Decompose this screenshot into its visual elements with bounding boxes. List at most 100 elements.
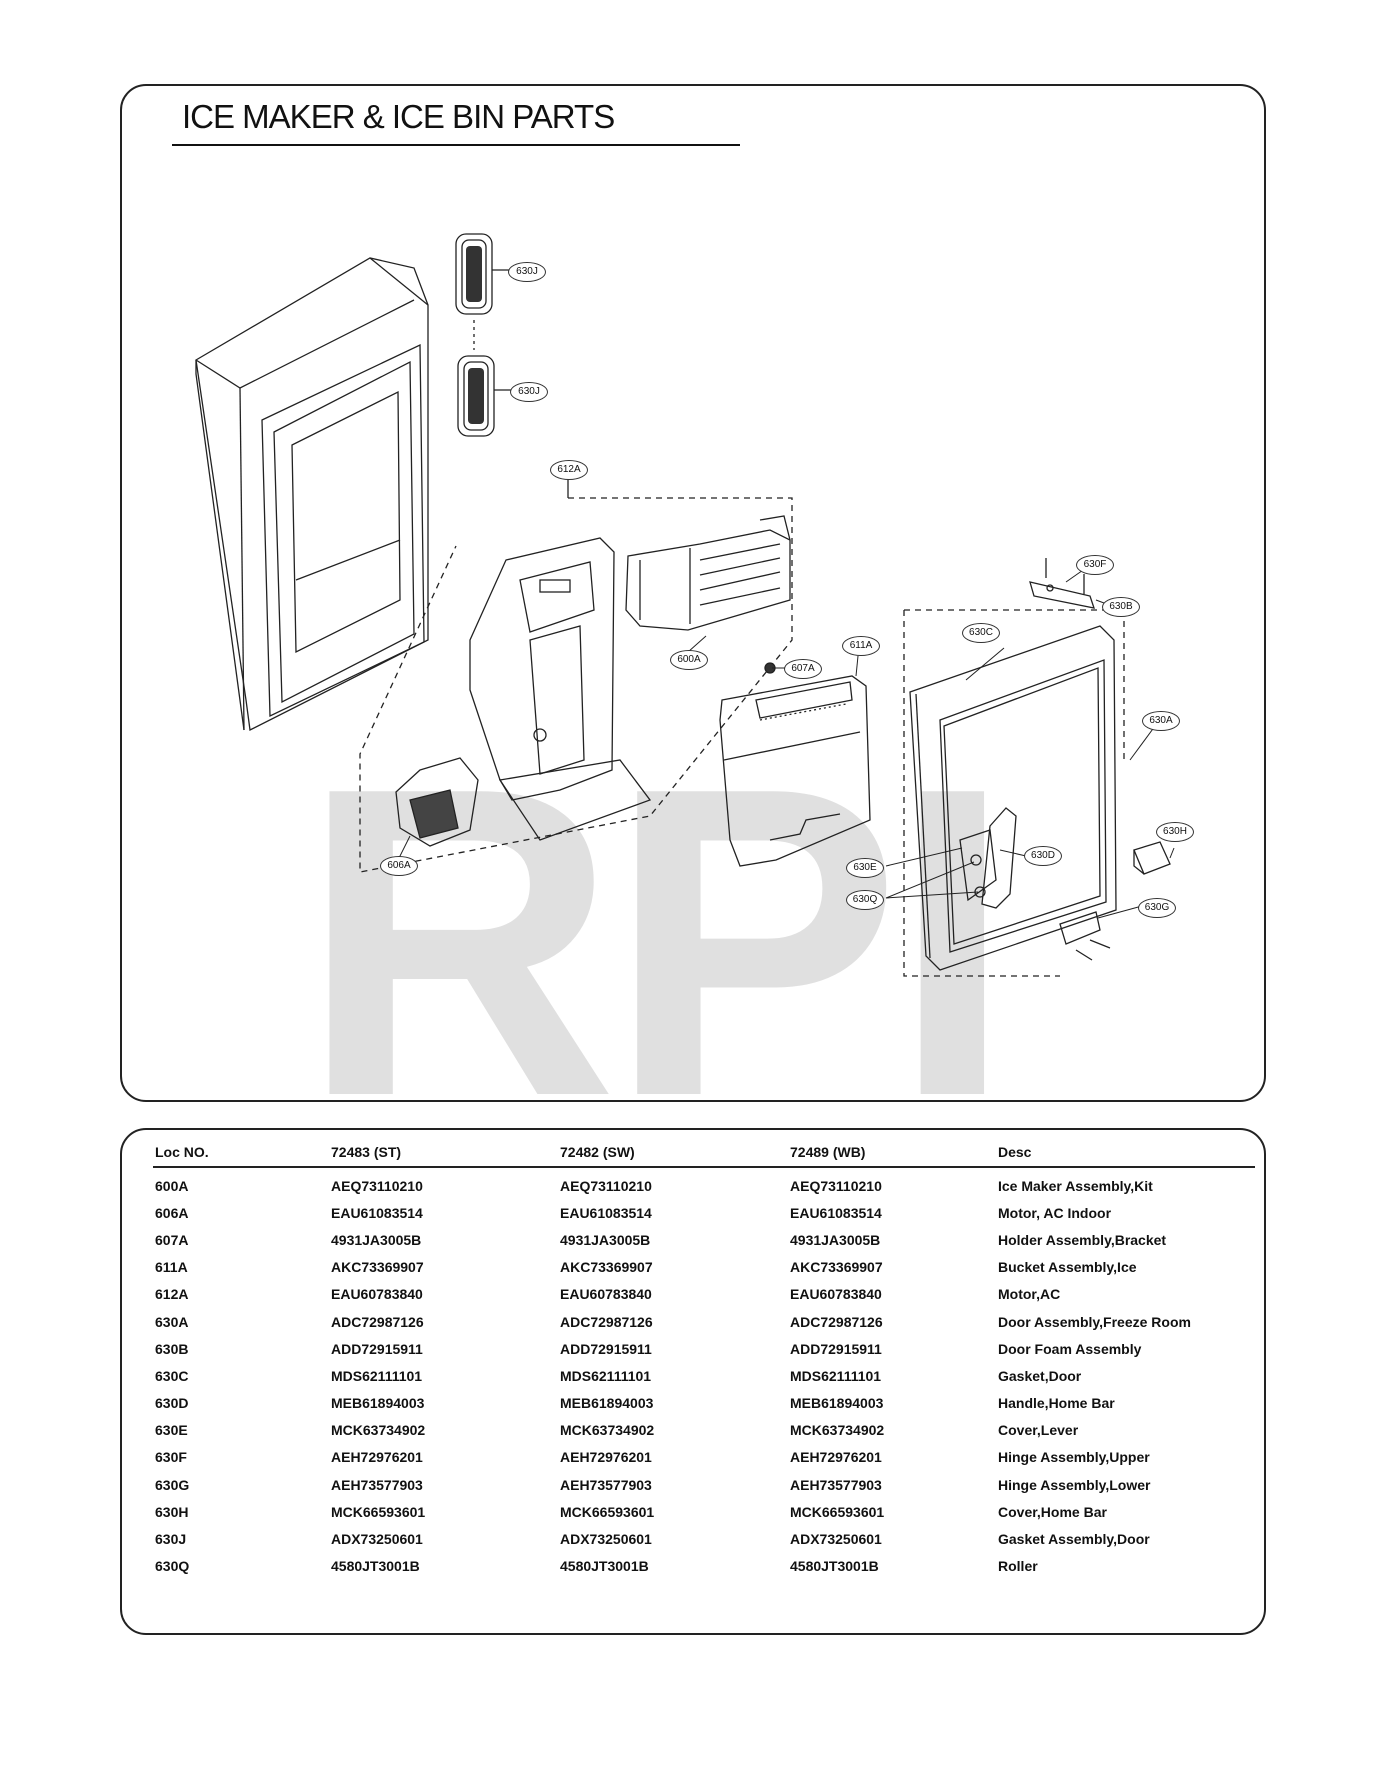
part-st-cell: 4931JA3005B bbox=[331, 1231, 422, 1248]
part-sw-cell: ADX73250601 bbox=[560, 1531, 652, 1548]
hinge-lower-630g-part bbox=[1059, 911, 1111, 961]
part-st-cell: ADC72987126 bbox=[331, 1313, 424, 1330]
header-loc-no: Loc NO. bbox=[153, 1140, 329, 1168]
callout-630g: 630G bbox=[1138, 898, 1176, 918]
desc-cell: Roller bbox=[998, 1558, 1038, 1575]
ice-bucket-611a-part bbox=[719, 675, 871, 867]
part-st-cell: MEB61894003 bbox=[331, 1395, 425, 1412]
part-sw-cell: EAU60783840 bbox=[560, 1286, 652, 1303]
desc-cell: Motor, AC Indoor bbox=[998, 1204, 1112, 1221]
table-row: 611A AKC73369907 AKC73369907 AKC73369907 Buc… bbox=[153, 1254, 1255, 1281]
exploded-parts-diagram bbox=[195, 233, 1175, 977]
part-st-cell: AKC73369907 bbox=[331, 1259, 424, 1276]
callout-630a: 630A bbox=[1142, 711, 1180, 731]
desc-cell: Handle,Home Bar bbox=[998, 1395, 1115, 1412]
part-sw-cell: MDS62111101 bbox=[560, 1367, 652, 1384]
desc-cell: Gasket,Door bbox=[998, 1367, 1082, 1384]
loc-no-cell: 630G bbox=[155, 1476, 190, 1493]
part-st-cell: EAU61083514 bbox=[331, 1204, 423, 1221]
page-title: ICE MAKER & ICE BIN PARTS bbox=[182, 98, 615, 135]
loc-no-cell: 630H bbox=[155, 1503, 189, 1520]
part-wb-cell: MEB61894003 bbox=[790, 1395, 884, 1412]
part-wb-cell: AKC73369907 bbox=[790, 1259, 883, 1276]
part-sw-cell: ADD72915911 bbox=[560, 1340, 652, 1357]
part-sw-cell: AEH72976201 bbox=[560, 1449, 652, 1466]
part-st-cell: EAU60783840 bbox=[331, 1286, 423, 1303]
callout-630j-bottom: 630J bbox=[510, 382, 548, 402]
callout-leader-lines bbox=[397, 480, 1175, 919]
part-wb-cell: MCK66593601 bbox=[790, 1503, 885, 1520]
part-sw-cell: EAU61083514 bbox=[560, 1204, 652, 1221]
part-sw-cell: ADC72987126 bbox=[560, 1313, 653, 1330]
header-72483-st: 72483 (ST) bbox=[329, 1140, 558, 1168]
loc-no-cell: 630B bbox=[155, 1340, 189, 1357]
callout-630c: 630C bbox=[962, 623, 1000, 643]
callout-630h: 630H bbox=[1156, 822, 1194, 842]
desc-cell: Cover,Lever bbox=[998, 1422, 1079, 1439]
header-72489-wb: 72489 (WB) bbox=[788, 1140, 996, 1168]
part-sw-cell: AEQ73110210 bbox=[560, 1177, 652, 1194]
loc-no-cell: 606A bbox=[155, 1204, 189, 1221]
callout-606a: 606A bbox=[380, 856, 418, 876]
part-wb-cell: 4580JT3001B bbox=[790, 1558, 879, 1575]
part-wb-cell: ADX73250601 bbox=[790, 1531, 882, 1548]
part-sw-cell: MCK66593601 bbox=[560, 1503, 655, 1520]
header-desc: Desc bbox=[996, 1140, 1255, 1168]
callout-630d: 630D bbox=[1024, 846, 1062, 866]
diagram-frame bbox=[120, 84, 1266, 1102]
part-sw-cell: MCK63734902 bbox=[560, 1422, 655, 1439]
desc-cell: Ice Maker Assembly,Kit bbox=[998, 1177, 1153, 1194]
callout-600a: 600A bbox=[670, 650, 708, 670]
motor-606a-part bbox=[395, 757, 479, 847]
door-liner-part bbox=[195, 257, 429, 731]
callout-630q: 630Q bbox=[846, 890, 884, 910]
part-wb-cell: MCK63734902 bbox=[790, 1422, 885, 1439]
callout-607a: 607A bbox=[784, 659, 822, 679]
part-sw-cell: 4931JA3005B bbox=[560, 1231, 651, 1248]
part-st-cell: AEH73577903 bbox=[331, 1476, 423, 1493]
part-st-cell: MCK66593601 bbox=[331, 1503, 426, 1520]
part-st-cell: 4580JT3001B bbox=[331, 1558, 420, 1575]
desc-cell: Holder Assembly,Bracket bbox=[998, 1231, 1167, 1248]
part-sw-cell: AEH73577903 bbox=[560, 1476, 652, 1493]
part-wb-cell: ADC72987126 bbox=[790, 1313, 883, 1330]
cover-630h-part bbox=[1133, 841, 1171, 875]
bracket-part bbox=[469, 537, 652, 841]
gasket-630j-parts bbox=[455, 233, 512, 437]
table-row: 630E MCK63734902 MCK63734902 MCK63734902 Cov… bbox=[153, 1417, 1255, 1444]
part-st-cell: ADX73250601 bbox=[331, 1531, 423, 1548]
part-st-cell: AEQ73110210 bbox=[331, 1177, 423, 1194]
part-st-cell: ADD72915911 bbox=[331, 1340, 423, 1357]
callout-630j-top: 630J bbox=[508, 262, 546, 282]
loc-no-cell: 607A bbox=[155, 1231, 189, 1248]
desc-cell: Bucket Assembly,Ice bbox=[998, 1259, 1137, 1276]
part-wb-cell: AEH73577903 bbox=[790, 1476, 882, 1493]
part-sw-cell: AKC73369907 bbox=[560, 1259, 653, 1276]
part-st-cell: MCK63734902 bbox=[331, 1422, 426, 1439]
desc-cell: Gasket Assembly,Door bbox=[998, 1531, 1150, 1548]
part-wb-cell: EAU60783840 bbox=[790, 1286, 882, 1303]
loc-no-cell: 611A bbox=[155, 1259, 188, 1276]
callout-611a: 611A bbox=[842, 636, 880, 656]
table-row: 630J ADX73250601 ADX73250601 ADX73250601 Gas… bbox=[153, 1525, 1255, 1552]
loc-no-cell: 600A bbox=[155, 1177, 189, 1194]
loc-no-cell: 630D bbox=[155, 1395, 189, 1412]
loc-no-cell: 630J bbox=[155, 1531, 187, 1548]
part-wb-cell: AEH72976201 bbox=[790, 1449, 882, 1466]
loc-no-cell: 630E bbox=[155, 1422, 188, 1439]
header-72482-sw: 72482 (SW) bbox=[558, 1140, 788, 1168]
part-st-cell: AEH72976201 bbox=[331, 1449, 423, 1466]
loc-no-cell: 630A bbox=[155, 1313, 189, 1330]
desc-cell: Door Foam Assembly bbox=[998, 1340, 1142, 1357]
hinge-upper-630f-part bbox=[1029, 558, 1095, 609]
callout-630b: 630B bbox=[1102, 597, 1140, 617]
